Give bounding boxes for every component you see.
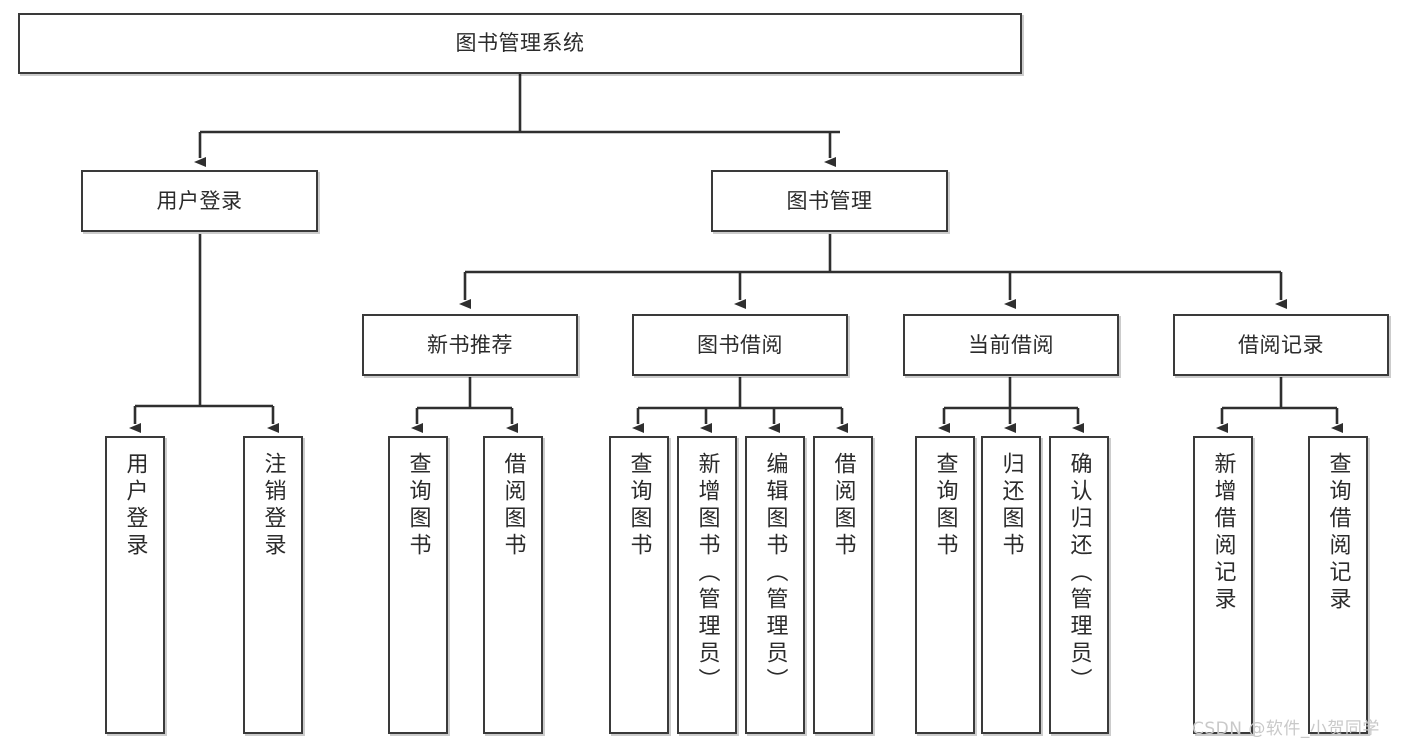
node-book-borrow[interactable]: 图书借阅 bbox=[632, 314, 848, 376]
node-leaf-edit-book[interactable]: 编辑图书（管理员） bbox=[745, 436, 805, 734]
node-label: 图书管理系统 bbox=[455, 31, 585, 56]
csdn-watermark: CSDN @软件_小贺同学 bbox=[1192, 719, 1380, 739]
node-leaf-user-login[interactable]: 用户登录 bbox=[105, 436, 165, 734]
node-label: 新书推荐 bbox=[427, 332, 513, 357]
node-leaf-query-borrow-record[interactable]: 查询借阅记录 bbox=[1308, 436, 1368, 734]
node-leaf-confirm-return[interactable]: 确认归还（管理员） bbox=[1049, 436, 1109, 734]
node-label: 新增借阅记录 bbox=[1210, 452, 1236, 614]
node-label: 借阅记录 bbox=[1238, 332, 1324, 357]
node-leaf-borrow-book-2[interactable]: 借阅图书 bbox=[813, 436, 873, 734]
node-leaf-borrow-book-1[interactable]: 借阅图书 bbox=[483, 436, 543, 734]
node-leaf-query-book-2[interactable]: 查询图书 bbox=[609, 436, 669, 734]
node-label: 借阅图书 bbox=[500, 452, 526, 560]
node-borrow-record[interactable]: 借阅记录 bbox=[1173, 314, 1389, 376]
node-label: 当前借阅 bbox=[968, 332, 1054, 357]
node-current-borrow[interactable]: 当前借阅 bbox=[903, 314, 1119, 376]
node-label: 查询图书 bbox=[932, 452, 958, 560]
node-user-login[interactable]: 用户登录 bbox=[81, 170, 318, 232]
node-book-management-system[interactable]: 图书管理系统 bbox=[18, 13, 1022, 74]
node-label: 用户登录 bbox=[156, 188, 243, 213]
node-new-book-recommend[interactable]: 新书推荐 bbox=[362, 314, 578, 376]
node-label: 查询借阅记录 bbox=[1325, 452, 1351, 614]
node-label: 确认归还（管理员） bbox=[1066, 452, 1092, 695]
node-book-management[interactable]: 图书管理 bbox=[711, 170, 948, 232]
node-label: 归还图书 bbox=[998, 452, 1024, 560]
node-label: 编辑图书（管理员） bbox=[762, 452, 788, 695]
node-leaf-query-book-1[interactable]: 查询图书 bbox=[388, 436, 448, 734]
node-leaf-query-book-3[interactable]: 查询图书 bbox=[915, 436, 975, 734]
node-leaf-return-book[interactable]: 归还图书 bbox=[981, 436, 1041, 734]
node-label: 图书管理 bbox=[786, 188, 873, 213]
node-label: 新增图书（管理员） bbox=[694, 452, 720, 695]
node-label: 图书借阅 bbox=[697, 332, 783, 357]
node-leaf-add-borrow-record[interactable]: 新增借阅记录 bbox=[1193, 436, 1253, 734]
node-label: 借阅图书 bbox=[830, 452, 856, 560]
node-label: 注销登录 bbox=[260, 452, 286, 560]
node-leaf-logout-login[interactable]: 注销登录 bbox=[243, 436, 303, 734]
node-label: 查询图书 bbox=[405, 452, 431, 560]
node-label: 用户登录 bbox=[122, 452, 148, 560]
node-leaf-add-book[interactable]: 新增图书（管理员） bbox=[677, 436, 737, 734]
node-label: 查询图书 bbox=[626, 452, 652, 560]
